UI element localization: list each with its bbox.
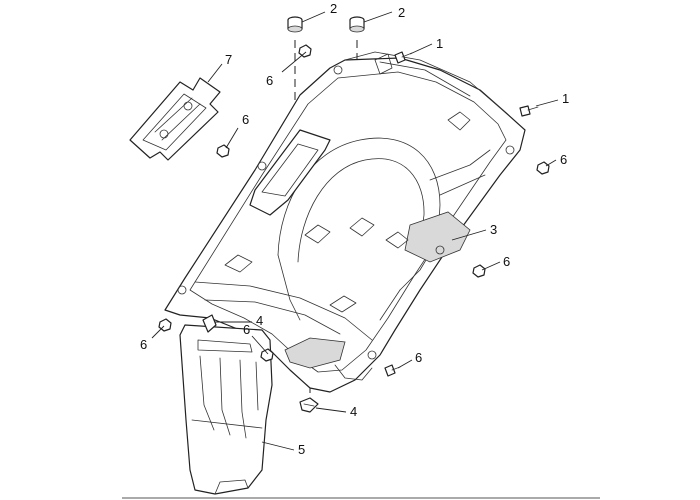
clip-nut-a: [298, 44, 312, 58]
callout-4-upper-speed-nut: 4: [256, 313, 263, 328]
clip-nut-d: [472, 264, 486, 278]
callout-6-top-clip: 6: [266, 73, 273, 88]
callout-6-side-clip: 6: [503, 254, 510, 269]
callout-6-right-clip: 6: [560, 152, 567, 167]
bracket-plate-part: [129, 77, 221, 161]
mud-flap-part: [179, 324, 273, 495]
callout-3-fender-body: 3: [490, 222, 497, 237]
callout-labels: 2 2 1 1 7 6 6 6 3 6 4 6 6 6 4 5: [140, 1, 569, 457]
callout-7-bracket: 7: [225, 52, 232, 67]
speed-nut-lower: [299, 397, 319, 413]
callout-5-mud-flap: 5: [298, 442, 305, 457]
clip-nut-c: [536, 161, 550, 175]
callout-1-upper-screw: 1: [436, 36, 443, 51]
callout-6-lower-left-clip: 6: [140, 337, 147, 352]
callout-4-lower-speed-nut: 4: [350, 404, 357, 419]
grommet-left: [287, 16, 303, 33]
rear-fender-body-part: [164, 51, 526, 393]
callout-2-right-grommet: 2: [398, 5, 405, 20]
leader-lines: [151, 11, 559, 451]
callout-2-left-grommet: 2: [330, 1, 337, 16]
screw-right: [519, 105, 539, 117]
callout-6-left-clip: 6: [242, 112, 249, 127]
callout-6-flap-clip: 6: [243, 322, 250, 337]
speed-nut-upper: [202, 314, 217, 333]
callout-1-right-screw: 1: [562, 91, 569, 106]
screw-lower: [384, 364, 401, 377]
callout-6-lower-screw: 6: [415, 350, 422, 365]
clip-nut-f: [260, 348, 274, 362]
grommet-right: [349, 16, 365, 33]
